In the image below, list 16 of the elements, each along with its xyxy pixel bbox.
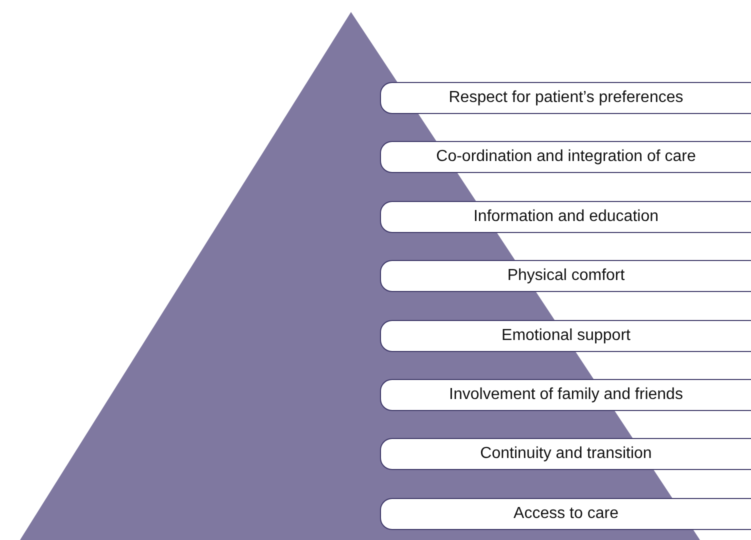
label-box xyxy=(380,200,751,233)
label-box xyxy=(380,141,751,174)
box-text: Access to care xyxy=(514,504,618,523)
box-text: Information and education xyxy=(473,208,658,226)
box-text: Continuity and transition xyxy=(480,445,652,464)
label-box xyxy=(380,379,751,411)
box-text: Emotional support xyxy=(502,326,630,345)
label-box xyxy=(380,320,751,352)
label-box xyxy=(380,82,751,114)
label-box xyxy=(380,260,751,292)
box-text: Respect for patient’s preferences xyxy=(448,89,684,107)
label-box xyxy=(380,498,751,530)
box-text: Involvement of family and friends xyxy=(449,386,683,404)
box-text: Co-ordination and integration of care xyxy=(436,148,696,166)
box-text: Physical comfort xyxy=(507,267,625,286)
label-box xyxy=(380,438,751,470)
